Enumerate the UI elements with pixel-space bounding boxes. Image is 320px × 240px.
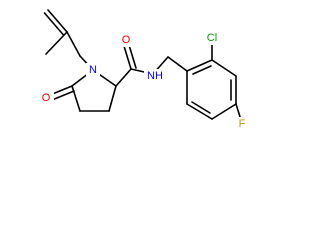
bond-c2-c3 xyxy=(108,85,117,112)
bond-ch2-double-b xyxy=(43,12,65,36)
bond-c2-camide xyxy=(115,68,132,87)
bond-ch2-ring xyxy=(167,56,188,72)
bonds xyxy=(43,9,242,121)
atom-f-label: F xyxy=(239,118,246,130)
atom-n1-label: N xyxy=(89,64,97,76)
bond-ar1-ar2 xyxy=(186,59,213,72)
bond-aromatic-inner-1 xyxy=(192,65,212,75)
atom-n1: N xyxy=(86,63,100,77)
bond-alkene-ch2 xyxy=(66,31,81,57)
bond-ar4-ar5 xyxy=(211,103,237,120)
bond-c5-o-double-b xyxy=(51,90,75,101)
bond-aromatic-inner-3 xyxy=(191,101,211,114)
atom-labels: N O O NH Cl F xyxy=(40,31,248,131)
bond-camide-o-double-b xyxy=(128,44,137,69)
atom-nh-label: NH xyxy=(147,70,163,82)
atom-o5-label: O xyxy=(42,92,51,104)
bond-methyl xyxy=(45,31,68,55)
bond-ar5-ar6 xyxy=(186,103,213,120)
bond-c4-c5 xyxy=(71,85,81,112)
atom-o5: O xyxy=(40,91,54,105)
atom-f: F xyxy=(235,117,248,131)
atom-o-amide: O xyxy=(119,33,133,47)
atom-o-amide-label: O xyxy=(122,34,131,46)
bond-camide-o-double-a xyxy=(123,45,132,70)
atom-cl: Cl xyxy=(203,31,221,45)
atom-cl-label: Cl xyxy=(207,32,217,44)
bond-ar2-ar3 xyxy=(211,59,237,77)
atom-nh: NH xyxy=(144,69,166,83)
bond-ch2-double-a xyxy=(47,9,68,33)
molecule-structure: N O O NH Cl F xyxy=(40,9,248,131)
